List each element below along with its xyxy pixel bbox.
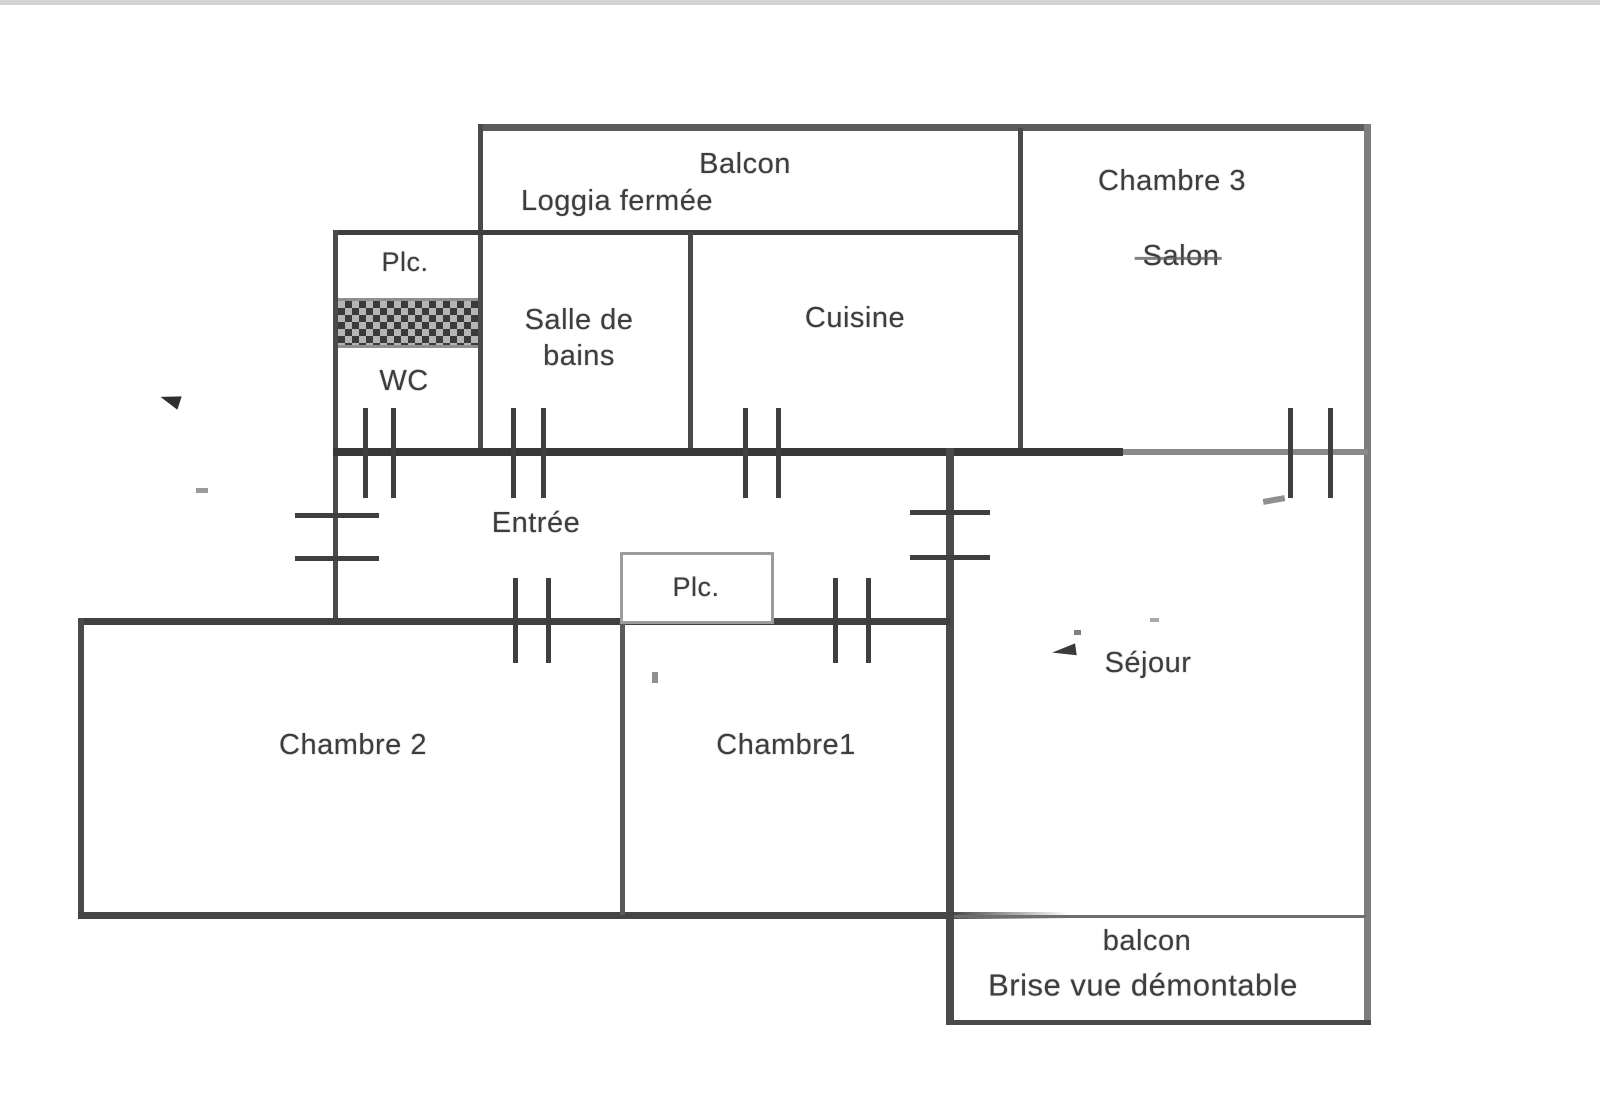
window-symbol-sejour-top <box>1288 408 1293 498</box>
room-label-cuisine: Cuisine <box>804 301 906 334</box>
room-label-plc-haut: Plc. <box>381 247 429 278</box>
door-symbol-chambre2 <box>546 578 551 663</box>
door-symbol-entree-left <box>295 556 379 561</box>
wall-top-outer <box>478 124 1371 131</box>
room-label-wc: WC <box>379 364 429 397</box>
scan-artifact-speck <box>196 488 208 493</box>
room-label-brise-vue: Brise vue démontable <box>988 967 1298 1003</box>
salle-de-bains-line1: Salle de <box>524 303 634 336</box>
window-symbol-sejour-top <box>1328 408 1333 498</box>
room-label-salle-de-bains: Salle de bains <box>525 302 634 375</box>
scan-edge-strip <box>0 0 1600 5</box>
scan-artifact-arrow-sejour <box>1051 643 1077 659</box>
window-symbol-cuisine <box>743 408 748 498</box>
window-symbol-wc <box>391 408 396 498</box>
wall-upper-left <box>478 124 483 455</box>
wall-sejour-divider <box>946 448 954 1025</box>
wall-right-outer <box>1364 124 1371 1025</box>
room-label-chambre1: Chambre1 <box>716 728 856 761</box>
room-label-chambre3: Chambre 3 <box>1098 164 1246 197</box>
door-symbol-chambre1 <box>866 578 871 663</box>
salle-de-bains-line2: bains <box>543 340 615 372</box>
window-symbol-sdb <box>541 408 546 498</box>
scan-artifact-speck <box>1262 495 1286 505</box>
window-symbol-sdb <box>511 408 516 498</box>
room-label-balcon-haut: Balcon <box>699 147 791 180</box>
scan-artifact-arrow-left <box>158 390 182 410</box>
door-symbol-entree-left <box>295 513 379 518</box>
door-symbol-chambre1 <box>833 578 838 663</box>
wall-main-horizontal-light <box>1123 449 1368 455</box>
wall-cuisine-chambre3-divider <box>1018 128 1023 455</box>
wall-sdb-cuisine-divider <box>688 232 693 454</box>
room-label-plc-entree: Plc. <box>672 572 720 603</box>
door-symbol-sejour <box>910 555 990 560</box>
door-symbol-chambre2 <box>513 578 518 663</box>
wall-chambres-bottom <box>78 912 954 919</box>
door-symbol-sejour <box>910 510 990 515</box>
room-label-chambre2: Chambre 2 <box>279 728 427 761</box>
window-symbol-wc <box>363 408 368 498</box>
salon-strikethrough-text: Salon <box>1135 238 1222 274</box>
room-label-entree: Entrée <box>491 506 581 539</box>
window-symbol-cuisine <box>776 408 781 498</box>
wall-balcony-bottom <box>946 1020 1371 1025</box>
room-label-balcon-bas: balcon <box>1102 924 1192 957</box>
wall-main-horizontal <box>333 448 1123 456</box>
hatch-pattern-band <box>338 298 478 348</box>
scan-artifact-speck <box>652 672 658 683</box>
room-label-sejour: Séjour <box>1104 646 1192 679</box>
closet-plc-box <box>620 552 774 624</box>
wall-balcony-top <box>954 915 1366 918</box>
wall-chambre2-left <box>78 618 84 918</box>
scan-artifact-speck <box>1074 630 1081 635</box>
wall-balcon-bottom <box>333 230 1022 235</box>
wall-chambre-divider <box>620 555 625 915</box>
scan-artifact-speck <box>1150 618 1159 622</box>
wall-entree-left <box>333 230 338 622</box>
room-label-loggia: Loggia fermée <box>521 184 713 217</box>
room-label-salon: Salon <box>1135 238 1222 274</box>
